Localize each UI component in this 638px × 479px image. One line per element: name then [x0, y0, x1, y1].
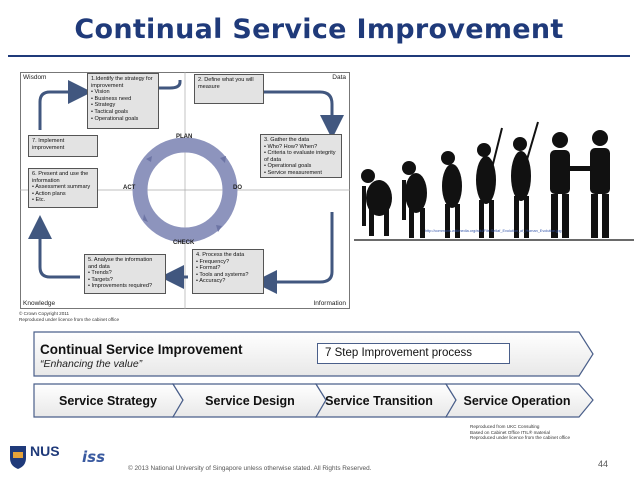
iss-logo: iss [82, 448, 105, 466]
step-6-title: 6. Present and use the information [32, 171, 89, 184]
step-1-item: • Vision [91, 89, 110, 96]
step-4-item: • Frequency? [196, 258, 230, 265]
step-3-box: 3. Gather the data • Who? How? When? • C… [260, 134, 342, 178]
corner-wisdom: Wisdom [23, 74, 47, 81]
step-3-item: • Operational goals [264, 163, 312, 170]
page-number: 44 [598, 459, 609, 469]
step-1-item: • Tactical goals [91, 108, 128, 115]
corner-data: Data [332, 74, 346, 81]
iss-logo-text: iss [82, 448, 105, 466]
flow-arrow-left-top [38, 80, 92, 130]
cycle-ring [132, 137, 238, 243]
corner-information: Information [313, 300, 346, 307]
banner-title: Continual Service Improvement [40, 342, 243, 357]
flow-arrow-right-top [254, 90, 344, 139]
diagram-copyright: © Crown Copyright 2011 [19, 311, 70, 316]
lifecycle-service-strategy: Service Strategy [59, 394, 157, 408]
diagram-framework [20, 72, 350, 309]
step-5-title: 5. Analyse the information and data [88, 257, 153, 270]
lifecycle-service-transition: Service Transition [325, 394, 433, 408]
step-4-item: • Format? [196, 265, 221, 272]
corner-knowledge: Knowledge [23, 300, 56, 307]
slide-title: Continual Service Improvement [74, 14, 564, 45]
cycle-act-label: ACT [123, 185, 136, 191]
step-5-item: • Targets? [88, 276, 113, 283]
flow-arrow-right-bottom [253, 212, 334, 294]
step-2-box: 2. Define what you will measure [194, 74, 264, 104]
step-1-title: 1.Identify the strategy for improvement [91, 76, 153, 89]
step-3-item: • Service measurement [264, 169, 322, 176]
flow-arrow-top [148, 80, 182, 90]
step-2-title: 2. Define what you will measure [198, 77, 254, 90]
step-4-box: 4. Process the data • Frequency? • Forma… [192, 249, 264, 294]
nus-logo-text: NUS [30, 443, 60, 459]
image-credit-link[interactable]: http://commons.wikimedia.org/wiki/File:S… [425, 229, 562, 233]
step-3-title: 3. Gather the data [264, 137, 310, 143]
step-5-item: • Trends? [88, 270, 112, 277]
step-3-item: • Who? How? When? [264, 143, 318, 150]
source-note: Reproduced from UKC Consulting [470, 424, 540, 429]
csi-diagram: Wisdom Data Knowledge Information PLAN D… [20, 72, 350, 309]
step-6-item: • Action plans [32, 190, 66, 197]
cycle-check-label: CHECK [173, 240, 195, 246]
evolution-silhouette-illustration [354, 121, 634, 241]
lifecycle-service-operation: Service Operation [463, 394, 571, 408]
diagram-reproduced-note: Reproduced under licence from the cabine… [19, 317, 120, 322]
step-6-item: • Etc. [32, 197, 46, 204]
process-step-label: 7 Step Improvement process [325, 347, 473, 359]
step-4-item: • Accuracy? [196, 278, 226, 285]
source-note: Reproduced under licence from the cabine… [470, 435, 571, 441]
nus-crest-icon [10, 446, 26, 469]
step-4-item: • Tools and systems? [196, 271, 249, 278]
step-1-item: • Operational goals [91, 115, 139, 122]
step-7-box: 7. Implement improvement [28, 135, 98, 157]
flow-arrow-left-bottom [28, 215, 80, 279]
cycle-do-label: DO [233, 185, 242, 191]
lifecycle-chevrons [33, 383, 594, 418]
banner-subtitle: “Enhancing the value” [40, 358, 143, 370]
step-4-title: 4. Process the data [196, 252, 245, 258]
step-6-item: • Assessment summary [32, 184, 91, 191]
nus-logo: NUS [8, 442, 68, 472]
step-5-box: 5. Analyse the information and data • Tr… [84, 254, 166, 294]
step-6-box: 6. Present and use the information • Ass… [28, 168, 98, 208]
step-1-item: • Business need [91, 95, 132, 102]
step-1-box: 1.Identify the strategy for improvement … [87, 73, 159, 129]
source-notes: Reproduced from UKC Consulting Based on … [470, 424, 570, 441]
step-5-item: • Improvements required? [88, 283, 153, 290]
title-divider [8, 55, 630, 57]
step-7-title: 7. Implement improvement [32, 138, 65, 151]
footer-copyright: © 2013 National University of Singapore … [128, 465, 372, 472]
step-1-item: • Strategy [91, 102, 116, 109]
cycle-plan-label: PLAN [176, 134, 193, 140]
step-3-item: • Criteria to evaluate integrity of data [264, 150, 336, 163]
source-note: Based on Cabinet Office ITIL® material [470, 429, 550, 435]
lifecycle-service-design: Service Design [205, 394, 295, 408]
process-step-box: 7 Step Improvement process [317, 343, 510, 364]
